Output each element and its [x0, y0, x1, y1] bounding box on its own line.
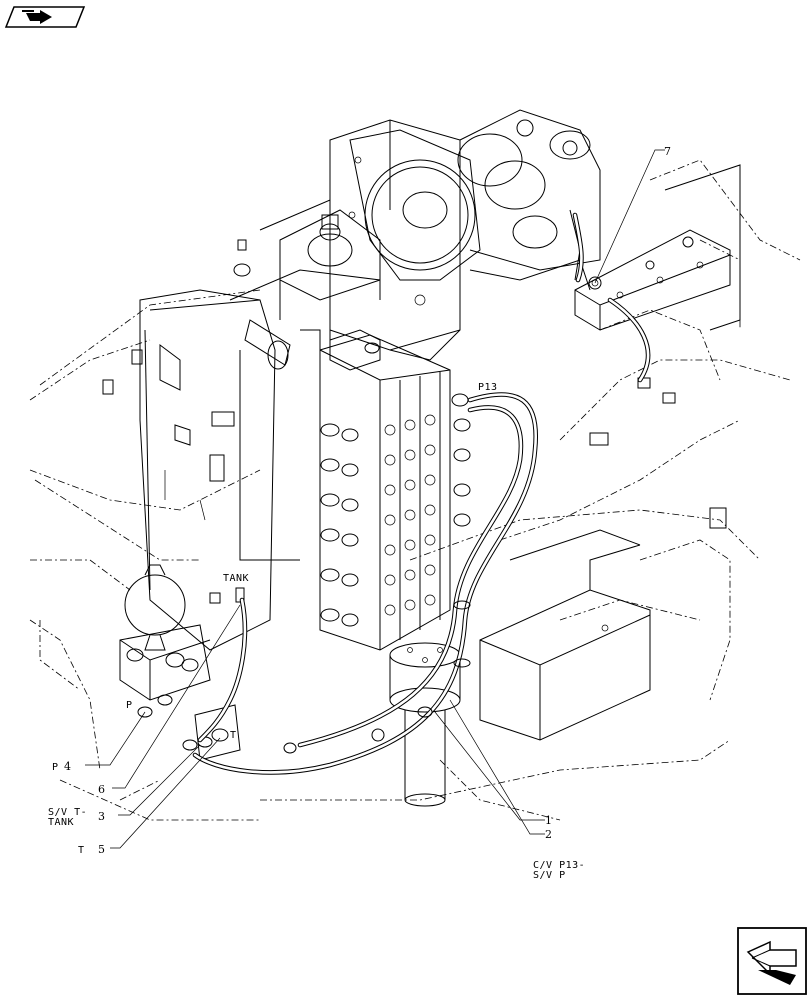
spool-fittings [320, 393, 471, 627]
label-p13: P13 [478, 382, 498, 393]
callout-1: 1 [545, 814, 552, 827]
label-cv-p13-line2: S/V P [533, 870, 566, 881]
callout-5: 5 [98, 843, 105, 856]
valve-housing [233, 119, 461, 561]
label-p-port: P [126, 700, 133, 711]
label-sv-t-tank-line2: TANK [48, 817, 74, 828]
label-p4-prefix: P [52, 762, 59, 773]
callout-3: 3 [98, 810, 105, 823]
return-arrow-icon[interactable] [4, 6, 86, 28]
control-valve-stack [319, 329, 471, 651]
pump-assembly [348, 109, 601, 306]
callout-2: 2 [545, 828, 552, 841]
callout-6: 6 [98, 783, 105, 796]
leader-lines [85, 149, 665, 849]
platform-outline [29, 159, 801, 821]
right-bracket [574, 164, 741, 529]
solenoid-valve-assembly [119, 564, 245, 761]
label-t-port: T [230, 730, 237, 741]
label-sv-t-tank-line1: S/V T- [48, 807, 87, 818]
label-tank: TANK [223, 573, 249, 584]
callout-7: 7 [664, 145, 671, 158]
label-t5-prefix: T [78, 845, 85, 856]
hose-lines [192, 212, 651, 775]
label-cv-p13-line1: C/V P13- [533, 860, 585, 871]
tank-body [102, 269, 381, 651]
callout-4: 4 [64, 760, 71, 773]
annotations: P13 TANK P T P 4 6 S/V T- TANK 3 T 5 1 2… [48, 145, 671, 881]
next-page-icon[interactable] [737, 927, 807, 995]
swing-motor-base [389, 529, 651, 807]
